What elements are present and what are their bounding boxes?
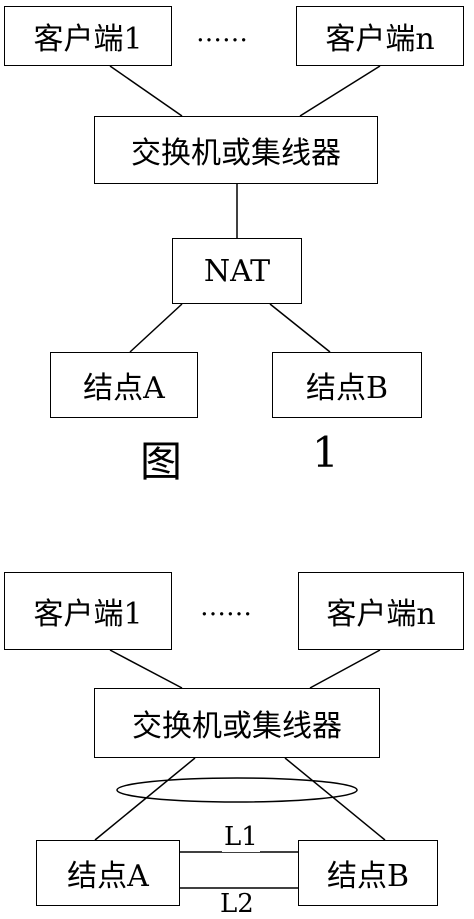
line-nat-nodea (129, 303, 183, 353)
figure-caption-number: 1 (312, 428, 339, 477)
link-l1-label: L1 (222, 822, 260, 852)
line-client1-switch (109, 65, 183, 117)
clients-ellipsis: …… (200, 592, 252, 622)
client-n-box: 客户端n (296, 6, 464, 66)
line2-client1-switch (109, 649, 183, 689)
client-n-box: 客户端n (298, 572, 464, 650)
node-a-box: 结点A (36, 840, 180, 906)
figure-caption-label: 图 (140, 437, 183, 486)
link-aggregation-ellipse (116, 777, 358, 803)
link-l2-label: L2 (220, 889, 254, 919)
node-a-box: 结点A (50, 352, 198, 418)
node-b-box: 结点B (298, 840, 438, 906)
switch-hub-box: 交换机或集线器 (94, 116, 378, 184)
line2-clientn-switch (309, 649, 381, 689)
client-1-box: 客户端1 (4, 572, 172, 650)
client-1-box: 客户端1 (4, 6, 172, 66)
line2-switch-nodeb (284, 757, 386, 841)
line-nat-nodeb (269, 303, 331, 353)
nat-box: NAT (172, 238, 302, 304)
clients-ellipsis: …… (196, 18, 248, 48)
line-clientn-switch (299, 65, 381, 117)
line2-switch-nodea (94, 757, 196, 841)
switch-hub-box: 交换机或集线器 (94, 688, 380, 758)
node-b-box: 结点B (272, 352, 422, 418)
